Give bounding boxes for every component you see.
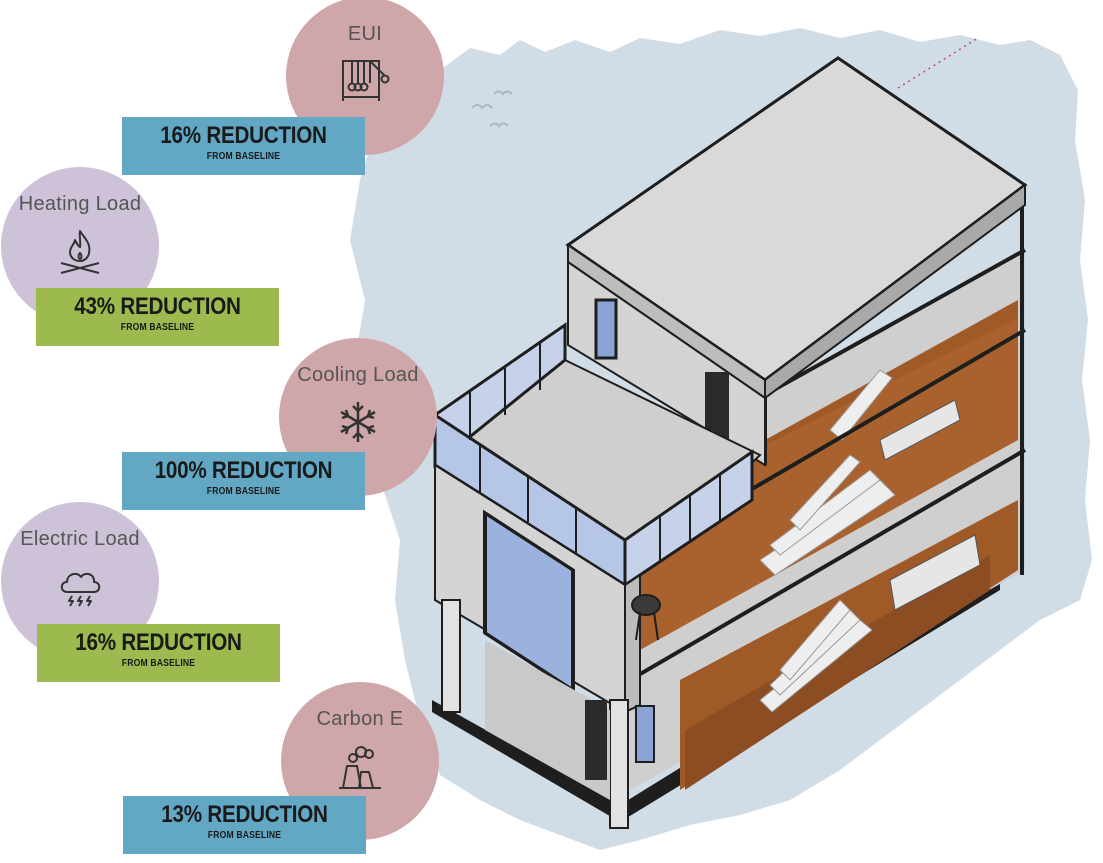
metric-electric-circle: Electric Load xyxy=(1,502,159,660)
upper-window xyxy=(594,298,618,360)
sofa-upper xyxy=(879,399,961,461)
roof-edge-right xyxy=(764,183,1026,400)
metric-electric-banner: 16% REDUCTION FROM BASELINE xyxy=(37,624,280,682)
metric-electric-label: Electric Load xyxy=(20,528,140,550)
snowflake-icon xyxy=(340,402,376,442)
metric-eui-label: EUI xyxy=(347,23,383,45)
staircase xyxy=(759,369,896,713)
birds xyxy=(471,90,513,128)
main-box-front xyxy=(624,573,641,714)
metric-heating-banner: 43% REDUCTION FROM BASELINE xyxy=(36,288,279,346)
metric-electric-note: FROM BASELINE xyxy=(121,658,196,669)
metric-eui-note: FROM BASELINE xyxy=(206,151,281,162)
ground-wall xyxy=(485,640,610,800)
dotted-leader xyxy=(897,37,979,89)
chair xyxy=(631,594,661,641)
floor-ground-wood xyxy=(685,555,990,790)
ground-window xyxy=(635,705,655,763)
column-left xyxy=(441,599,461,713)
fire-icon xyxy=(60,230,100,274)
metric-carbon-note: FROM BASELINE xyxy=(207,830,282,841)
metric-cooling-note: FROM BASELINE xyxy=(206,486,281,497)
ground-door xyxy=(585,700,607,780)
metric-cooling-banner: 100% REDUCTION FROM BASELINE xyxy=(122,452,365,510)
column-right xyxy=(609,699,629,829)
sofa-lower xyxy=(889,534,981,611)
main-window xyxy=(483,509,575,694)
storm-cloud-icon xyxy=(60,572,101,607)
factory-smoke-icon xyxy=(339,746,381,789)
metric-heating-reduction: 43% REDUCTION xyxy=(74,293,241,320)
metric-eui-circle: EUI xyxy=(286,0,444,155)
newtons-cradle-icon xyxy=(342,60,390,101)
metric-carbon-label: Carbon E xyxy=(316,708,404,730)
metric-electric-reduction: 16% REDUCTION xyxy=(75,629,242,656)
metric-carbon-banner: 13% REDUCTION FROM BASELINE xyxy=(123,796,366,854)
glass-railing xyxy=(433,322,754,588)
metric-heating-note: FROM BASELINE xyxy=(120,322,195,333)
metric-carbon-reduction: 13% REDUCTION xyxy=(161,801,328,828)
metric-cooling-reduction: 100% REDUCTION xyxy=(154,457,333,484)
metric-eui-reduction: 16% REDUCTION xyxy=(160,122,327,149)
metric-cooling-label: Cooling Load xyxy=(297,364,419,386)
metric-eui-banner: 16% REDUCTION FROM BASELINE xyxy=(122,117,365,175)
metric-heating-label: Heating Load xyxy=(18,193,142,215)
metric-carbon-circle: Carbon E xyxy=(281,682,439,840)
